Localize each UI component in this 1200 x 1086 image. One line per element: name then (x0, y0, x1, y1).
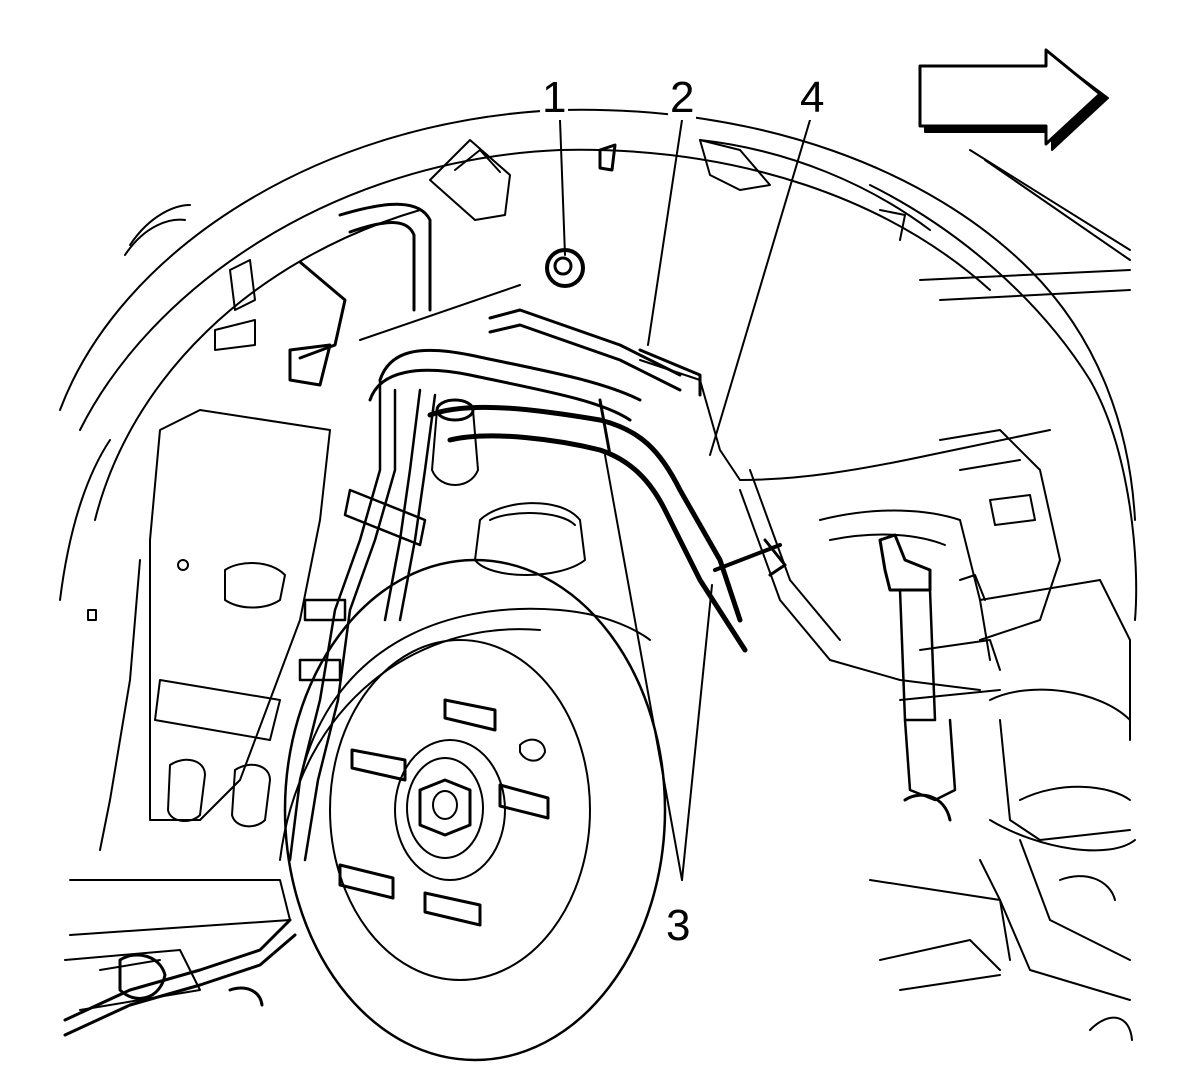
brake-rotor (279, 558, 667, 1062)
wheel-well-arcs (59, 108, 1138, 621)
harness (368, 348, 787, 653)
upper-brackets (214, 139, 771, 351)
grommet (359, 248, 585, 341)
brake-pipes (288, 202, 702, 397)
callout-3: 3 (664, 901, 693, 950)
leader-lines (559, 119, 811, 881)
callout-2: 2 (668, 73, 697, 122)
right-suspension (639, 359, 1136, 1041)
callout-4: 4 (798, 73, 827, 122)
callout-1: 1 (540, 73, 569, 122)
lug-studs (338, 698, 550, 927)
forward-arrow-icon (918, 48, 1109, 151)
left-pipes (288, 378, 437, 862)
lower-left-lines (63, 918, 297, 1037)
strut-upper (431, 398, 586, 576)
inner-panel (64, 409, 331, 1011)
